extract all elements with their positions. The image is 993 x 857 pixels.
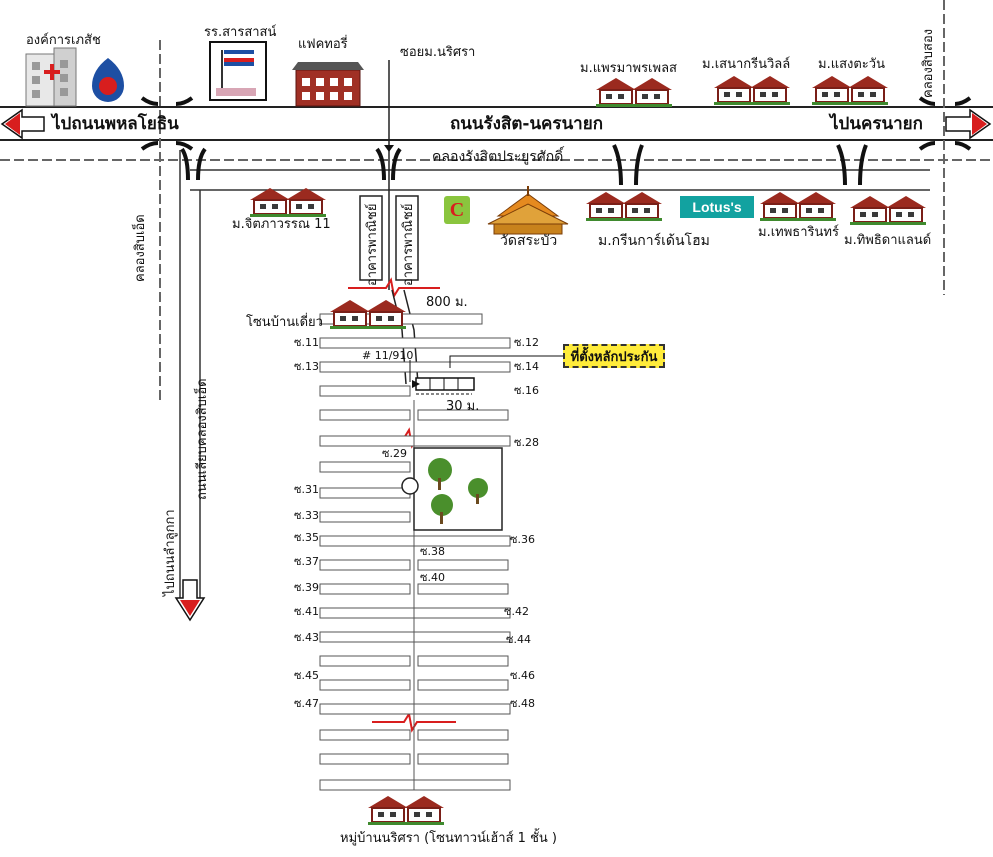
label-v-saengtawan: ม.แสงตะวัน xyxy=(818,57,885,72)
arrow-left-icon xyxy=(0,108,45,140)
hospital-icon xyxy=(25,47,77,107)
parallel-road xyxy=(179,150,201,600)
label-canal-right: คลองสิบสอง xyxy=(921,28,936,98)
label-village-bottom: หมู่บ้านนริศรา (โซนทาวน์เฮ้าส์ 1 ชั้น ) xyxy=(340,831,557,846)
house-icon xyxy=(811,75,889,106)
label-v-thepthanin: ม.เทพธารินทร์ xyxy=(758,225,839,240)
soi-38: ซ.38 xyxy=(420,545,445,558)
label-v-greengarden: ม.กรีนการ์เด้นโฮม xyxy=(598,233,710,249)
gpo-logo-icon xyxy=(92,58,124,102)
arrow-right-icon xyxy=(945,108,992,140)
soi-12: ซ.12 xyxy=(514,336,539,349)
soi-31: ซ.31 xyxy=(294,483,319,496)
commercial-building-2 xyxy=(395,195,419,281)
house-icon xyxy=(595,77,673,108)
collateral-house xyxy=(409,355,563,395)
school-flag-icon xyxy=(209,41,267,101)
label-parallel-road: ถนนเลียบคลองสิบเอ็ด xyxy=(195,378,210,500)
label-distance-30: 30 ม. xyxy=(446,399,480,414)
frontage-road xyxy=(190,169,930,191)
label-factory: แฟคทอรี่ xyxy=(298,37,348,52)
label-v-phraemaphon: ม.แพรมาพรเพลส xyxy=(580,61,677,76)
soi-35: ซ.35 xyxy=(294,531,319,544)
house-icon xyxy=(759,191,837,222)
label-gpo: องค์การเภสัช xyxy=(26,33,101,48)
tree-icon xyxy=(428,458,488,524)
soi-40: ซ.40 xyxy=(420,571,445,584)
arrow-down-icon xyxy=(174,579,206,622)
soi-29: ซ.29 xyxy=(382,447,407,460)
temple-icon xyxy=(487,186,569,235)
house-icon xyxy=(713,75,791,106)
label-to-phahon: ไปถนนพหลโยธิน xyxy=(52,114,179,134)
soi-41: ซ.41 xyxy=(294,605,319,618)
soi-37: ซ.37 xyxy=(294,555,319,568)
label-temple: วัดสระบัว xyxy=(500,233,558,249)
soi-42: ซ.42 xyxy=(504,605,529,618)
soi-36: ซ.36 xyxy=(510,533,535,546)
soi-44: ซ.44 xyxy=(506,633,531,646)
soi-33: ซ.33 xyxy=(294,509,319,522)
soi-16: ซ.16 xyxy=(514,384,539,397)
commercial-building-1 xyxy=(359,195,383,281)
soi-39: ซ.39 xyxy=(294,581,319,594)
lotus-store-logo: Lotus's xyxy=(680,196,754,218)
soi-14: ซ.14 xyxy=(514,360,539,373)
label-commercial-1: อาคารพาณิชย์ xyxy=(365,203,380,286)
soi-43: ซ.43 xyxy=(294,631,319,644)
soi-45: ซ.45 xyxy=(294,669,319,682)
soi-46: ซ.46 xyxy=(510,669,535,682)
label-v-thipida: ม.ทิพธิดาแลนด์ xyxy=(844,233,932,248)
label-to-nakhonnayok: ไปนครนายก xyxy=(830,114,923,134)
main-road xyxy=(0,106,993,141)
label-v-jitpawan: ม.จิตภาวรรณ 11 xyxy=(232,217,331,232)
soi-47: ซ.47 xyxy=(294,697,319,710)
label-house-no: # 11/910 xyxy=(362,349,414,362)
cj-store-logo-icon: C xyxy=(444,196,470,224)
collateral-label: ที่ตั้งหลักประกัน xyxy=(570,349,658,365)
collateral-marker: ที่ตั้งหลักประกัน xyxy=(563,344,665,368)
label-to-lamlukka: ไปถนนลำลูกกา xyxy=(163,509,178,596)
label-canal-main: คลองรังสิตประยูรศักดิ์ xyxy=(432,149,564,165)
house-icon xyxy=(585,191,663,222)
park xyxy=(413,447,503,531)
bridge-marks xyxy=(140,96,972,186)
label-v-senagreen: ม.เสนากรีนวิลล์ xyxy=(702,57,791,72)
label-soi: ซอยม.นริศรา xyxy=(400,45,476,60)
label-canal-left: คลองสิบเอ็ด xyxy=(133,214,148,282)
label-school: รร.สารสาสน์ xyxy=(204,25,277,40)
label-zone-single: โซนบ้านเดี่ยว xyxy=(246,315,323,330)
soi-28: ซ.28 xyxy=(514,436,539,449)
lotus-label: Lotus's xyxy=(692,199,742,215)
house-icon xyxy=(249,187,327,218)
soi-11: ซ.11 xyxy=(294,336,319,349)
soi-48: ซ.48 xyxy=(510,697,535,710)
soi-13: ซ.13 xyxy=(294,360,319,373)
label-commercial-2: อาคารพาณิชย์ xyxy=(401,203,416,286)
house-icon xyxy=(367,795,445,826)
street-grid xyxy=(319,313,511,791)
roundabout xyxy=(401,477,419,495)
factory-building-icon xyxy=(292,62,364,107)
label-distance-800: 800 ม. xyxy=(426,295,468,310)
house-icon xyxy=(849,195,927,226)
label-main-road: ถนนรังสิต-นครนายก xyxy=(450,114,603,134)
